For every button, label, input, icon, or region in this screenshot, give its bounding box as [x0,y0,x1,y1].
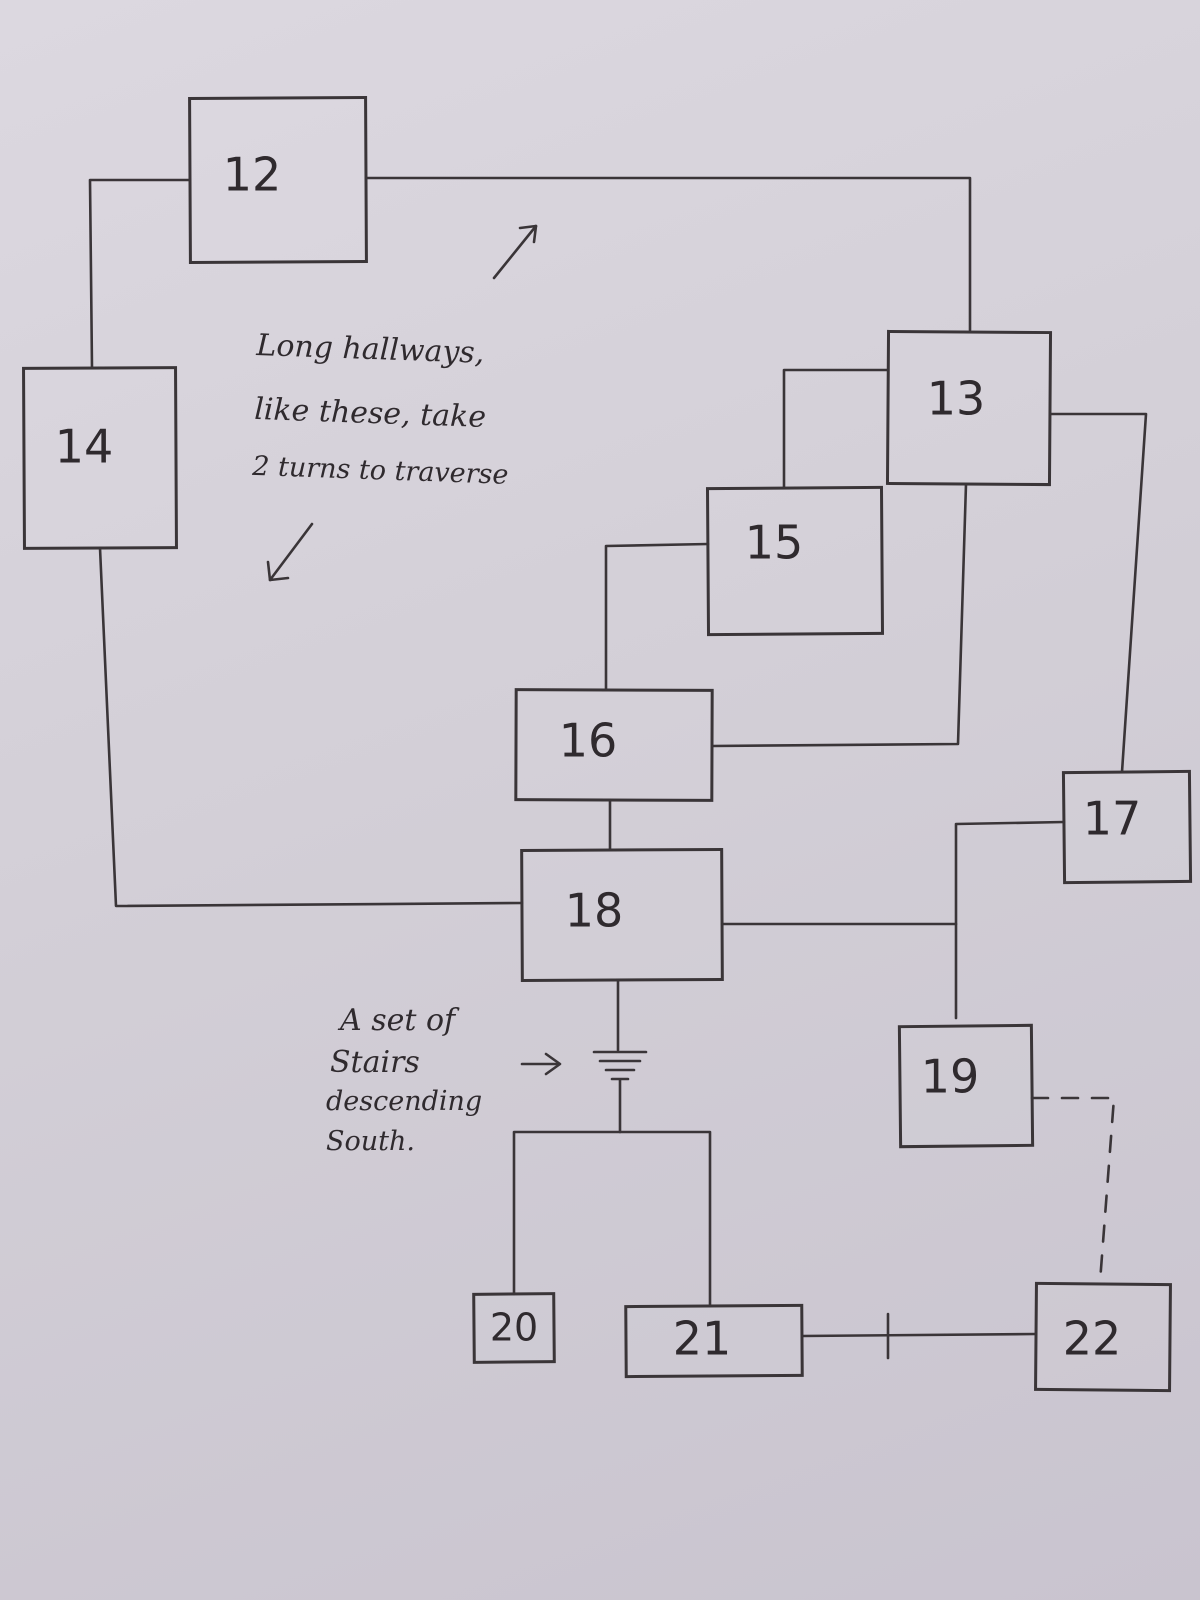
secret-passage-19-22 [1030,1096,1116,1284]
note-line: Stairs [330,1045,420,1080]
hallway-13-17 [1048,412,1148,774]
room-13[interactable]: 13 [885,329,1053,487]
hallway-12-14 [88,178,192,370]
hallway-21-22 [800,1332,1038,1338]
hallway-13-16 [710,482,968,748]
arrow-northeast-icon [492,224,538,280]
room-label: 13 [927,372,986,426]
room-15[interactable]: 15 [705,485,885,637]
stairs-icon [592,1050,648,1081]
room-22[interactable]: 22 [1034,1281,1172,1393]
room-label: 19 [921,1050,980,1104]
room-18[interactable]: 18 [520,847,724,983]
room-14[interactable]: 14 [22,366,178,550]
note-line: Long hallways, [255,328,485,371]
room-12[interactable]: 12 [188,96,368,264]
note-line: South. [326,1126,415,1157]
room-label: 15 [745,516,804,570]
room-label: 22 [1063,1312,1122,1366]
arrow-southwest-icon [266,522,314,582]
hallway-15-16 [604,542,710,692]
room-21[interactable]: 21 [624,1303,804,1379]
rooms: 12 13 14 15 16 17 18 19 [22,96,1193,1393]
note-line: A set of [337,1003,460,1038]
hallway-20-21 [512,1130,712,1308]
room-16[interactable]: 16 [514,688,714,802]
arrow-right-icon [520,1052,562,1076]
room-20[interactable]: 20 [472,1292,556,1364]
hallway-14-18 [98,546,524,908]
note-line: descending [326,1086,482,1117]
annotation-arrows [266,224,562,1076]
room-label: 20 [490,1306,538,1350]
room-label: 18 [565,884,624,938]
room-label: 16 [559,714,618,768]
room-label: 12 [223,148,282,202]
hallway-17-19 [954,820,1066,1020]
hallway-13-15 [782,368,890,490]
hallway-12-13 [364,176,972,332]
room-label: 17 [1083,792,1142,846]
room-19[interactable]: 19 [897,1023,1035,1149]
stairs-note: A set of Stairs descending South. [326,1003,482,1157]
hallways [88,176,1148,1360]
note-line: like these, take [254,392,487,435]
room-label: 14 [55,420,114,474]
hallway-note: Long hallways, like these, take 2 turns … [251,328,509,491]
room-label: 21 [673,1312,732,1366]
room-17[interactable]: 17 [1061,769,1193,885]
note-line: 2 turns to traverse [251,451,509,491]
